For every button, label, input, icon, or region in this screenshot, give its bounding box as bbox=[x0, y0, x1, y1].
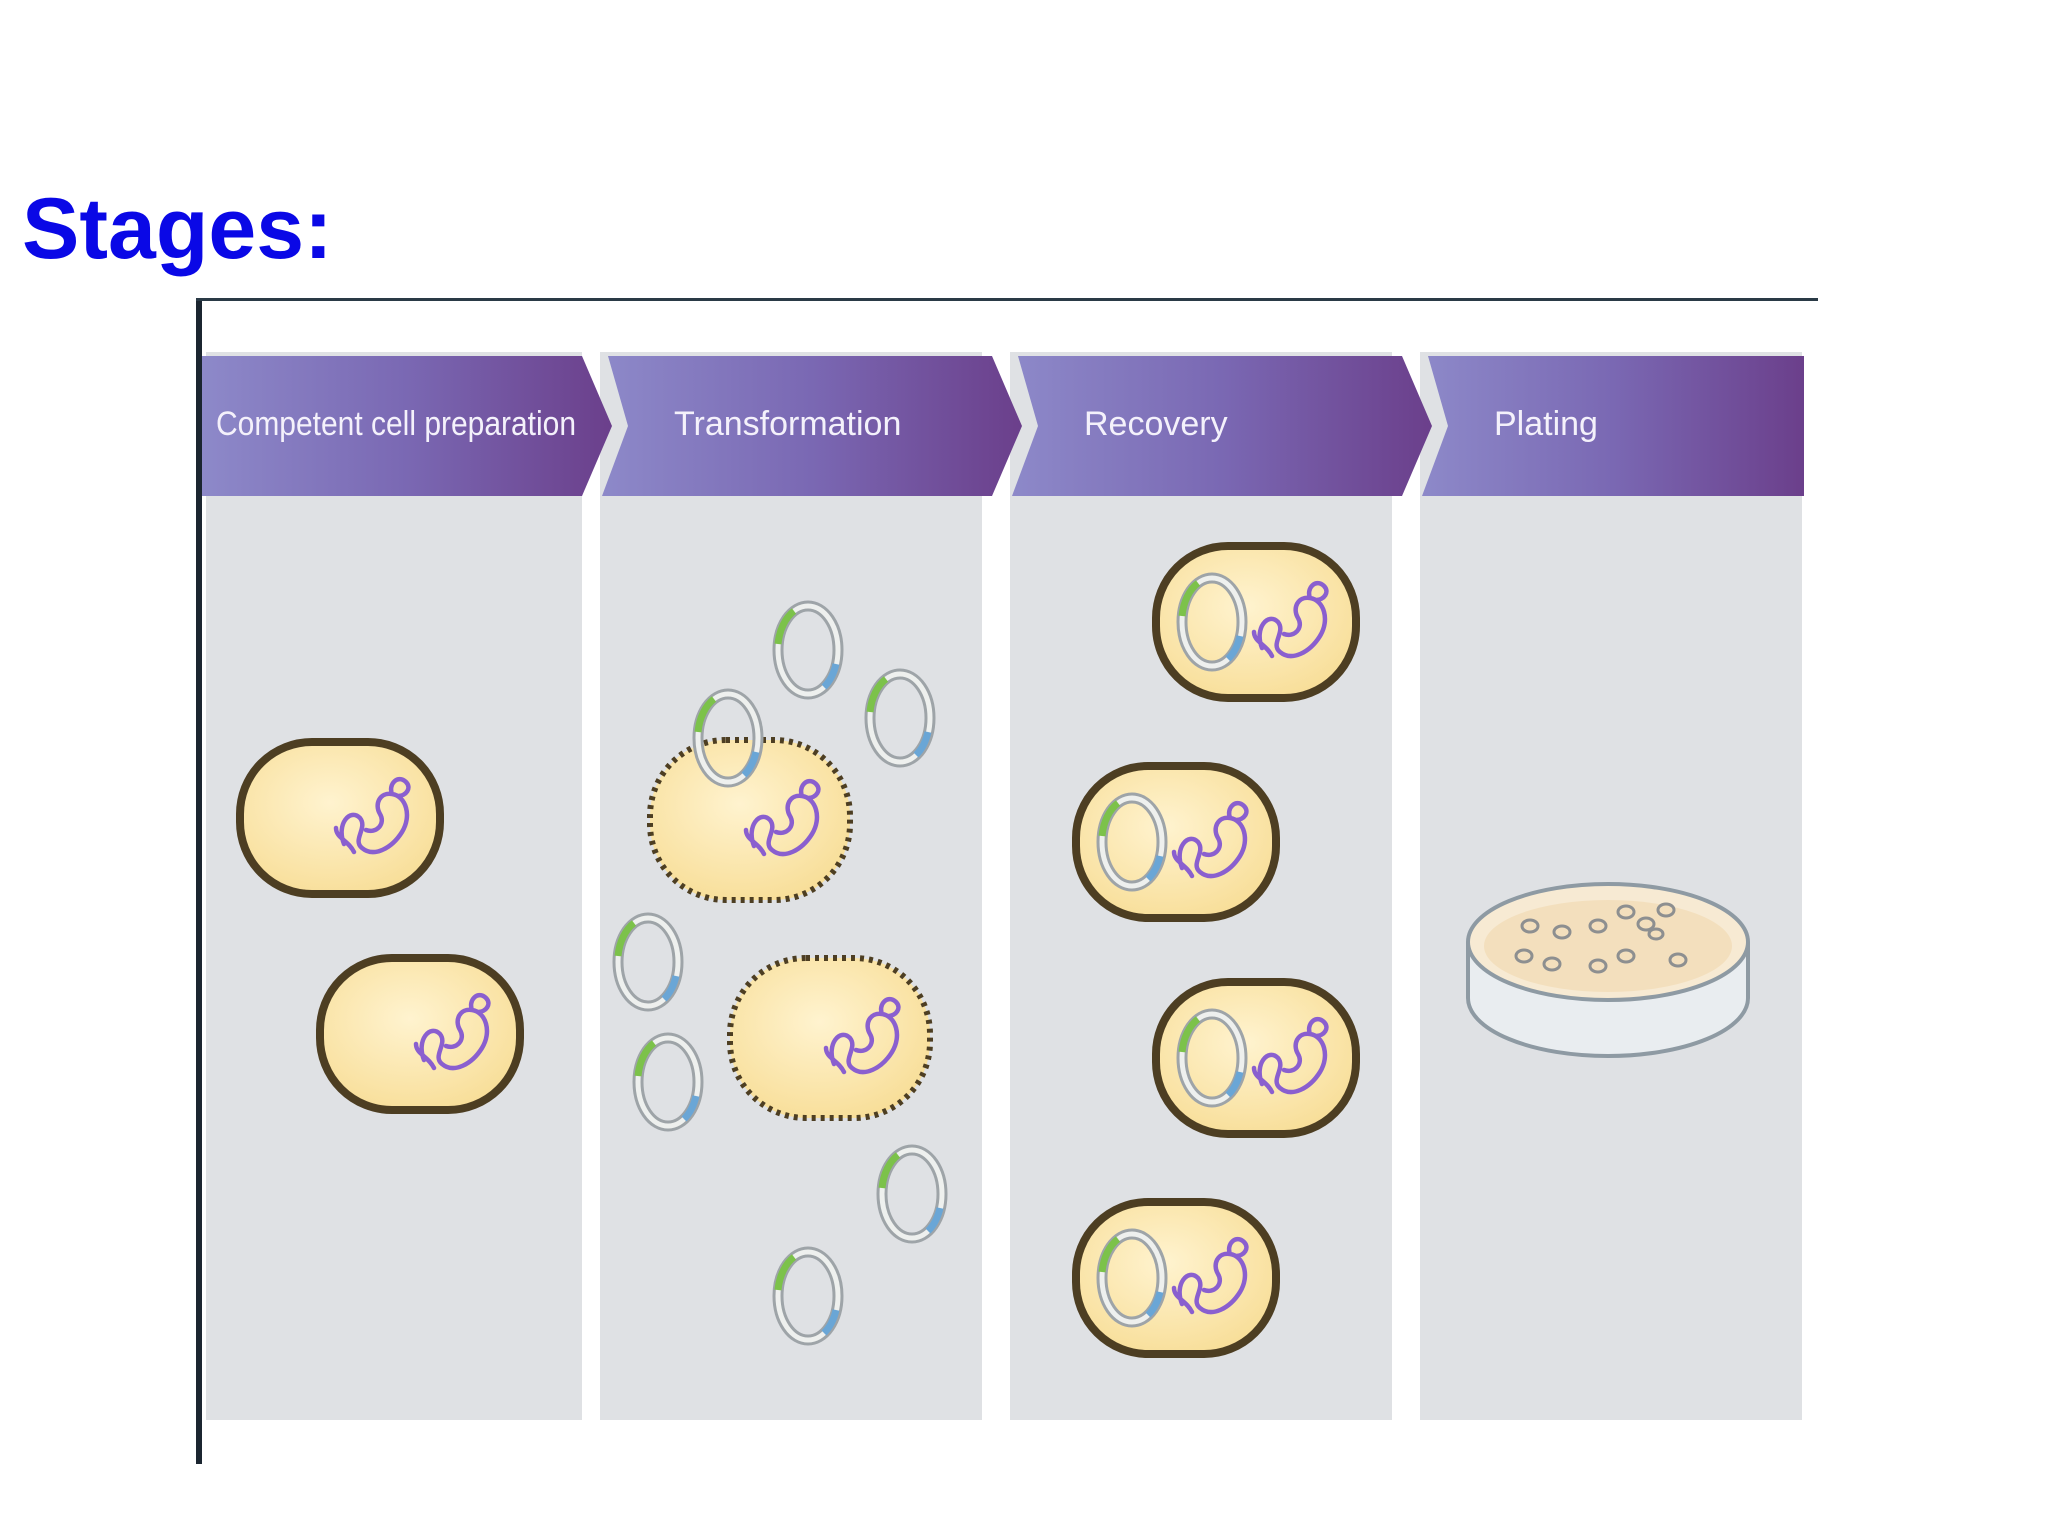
stage-label-competent-cell-preparation: Competent cell preparation bbox=[216, 405, 576, 443]
stage-banner bbox=[202, 356, 1804, 496]
stage-label-transformation: Transformation bbox=[674, 405, 901, 443]
bacterial-cell-icon bbox=[727, 955, 933, 1121]
bacterial-cell-icon bbox=[236, 738, 444, 898]
process-diagram: Competent cell preparation Transformatio… bbox=[196, 298, 1818, 1464]
slide-title: Stages: bbox=[22, 181, 333, 277]
bacterial-cell-icon bbox=[647, 737, 853, 903]
petri-dish-icon bbox=[1466, 882, 1750, 1058]
bacterial-cell-icon bbox=[316, 954, 524, 1114]
stage-label-recovery: Recovery bbox=[1084, 405, 1228, 443]
bacterial-cell-icon bbox=[1152, 542, 1360, 702]
bacterial-cell-icon bbox=[1152, 978, 1360, 1138]
bacterial-cell-icon bbox=[1072, 762, 1280, 922]
stage-label-plating: Plating bbox=[1494, 405, 1598, 443]
bacterial-cell-icon bbox=[1072, 1198, 1280, 1358]
